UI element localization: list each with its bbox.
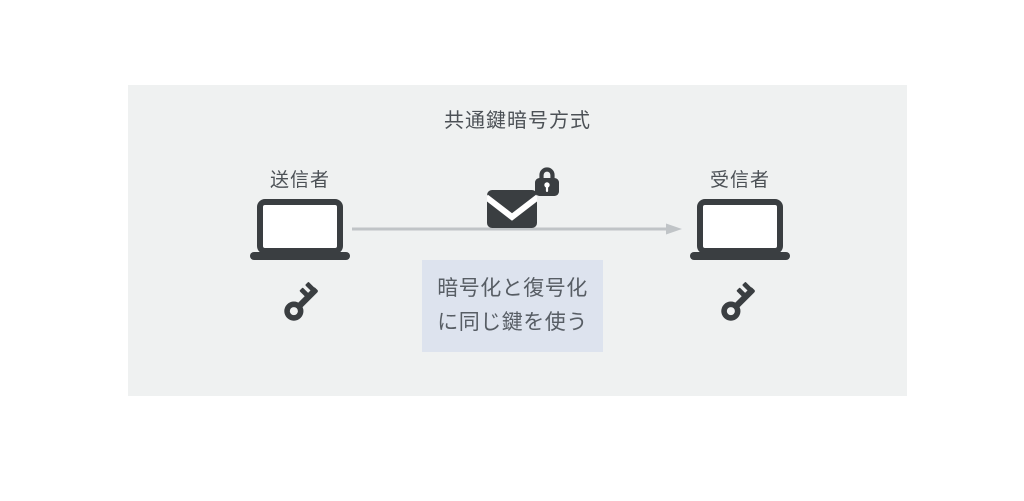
diagram-title: 共通鍵暗号方式 — [444, 110, 591, 132]
sender-label: 送信者 — [269, 170, 330, 191]
receiver-label: 受信者 — [709, 170, 770, 191]
laptop-icon — [690, 199, 790, 261]
arrow-right-icon — [352, 222, 682, 236]
laptop-icon — [250, 199, 350, 261]
key-icon — [716, 280, 762, 326]
note-line-2: に同じ鍵を使う — [437, 311, 588, 334]
lock-icon — [534, 167, 560, 197]
note-line-1: 暗号化と復号化 — [437, 277, 588, 300]
envelope-icon — [487, 190, 537, 228]
note-box: 暗号化と復号化 に同じ鍵を使う — [422, 260, 603, 352]
key-icon — [279, 280, 325, 326]
